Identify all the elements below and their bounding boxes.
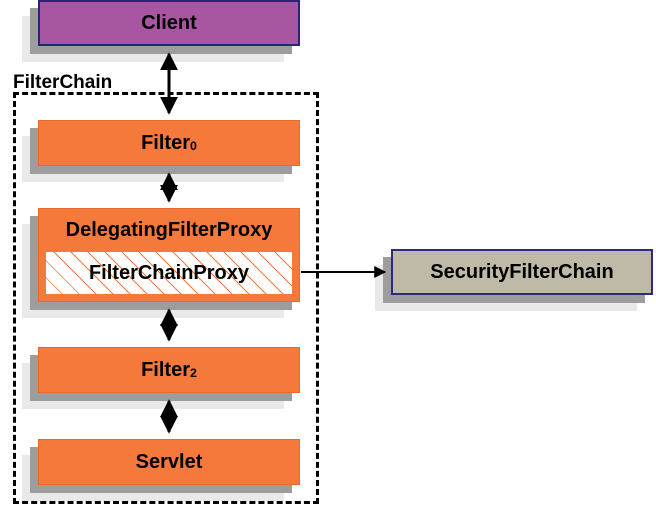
filter-chain-proxy-label: FilterChainProxy <box>88 261 250 284</box>
servlet-label: Servlet <box>135 450 203 473</box>
node-client[interactable]: Client <box>38 0 300 46</box>
node-filter-chain-proxy[interactable]: FilterChainProxy <box>45 251 293 295</box>
filter0-label: Filter <box>141 131 190 154</box>
filterchain-label: FilterChain <box>13 72 113 93</box>
node-security-filter-chain[interactable]: SecurityFilterChain <box>391 249 653 295</box>
filter0-subscript: 0 <box>190 139 197 154</box>
filter2-label: Filter <box>141 358 190 381</box>
node-servlet[interactable]: Servlet <box>38 439 300 485</box>
delegating-filter-proxy-label: DelegatingFilterProxy <box>65 218 273 241</box>
client-label: Client <box>141 11 197 34</box>
security-filter-chain-label: SecurityFilterChain <box>430 260 614 283</box>
filter2-subscript: 2 <box>190 366 197 381</box>
node-delegating-filter-proxy[interactable]: DelegatingFilterProxy FilterChainProxy <box>38 208 300 302</box>
